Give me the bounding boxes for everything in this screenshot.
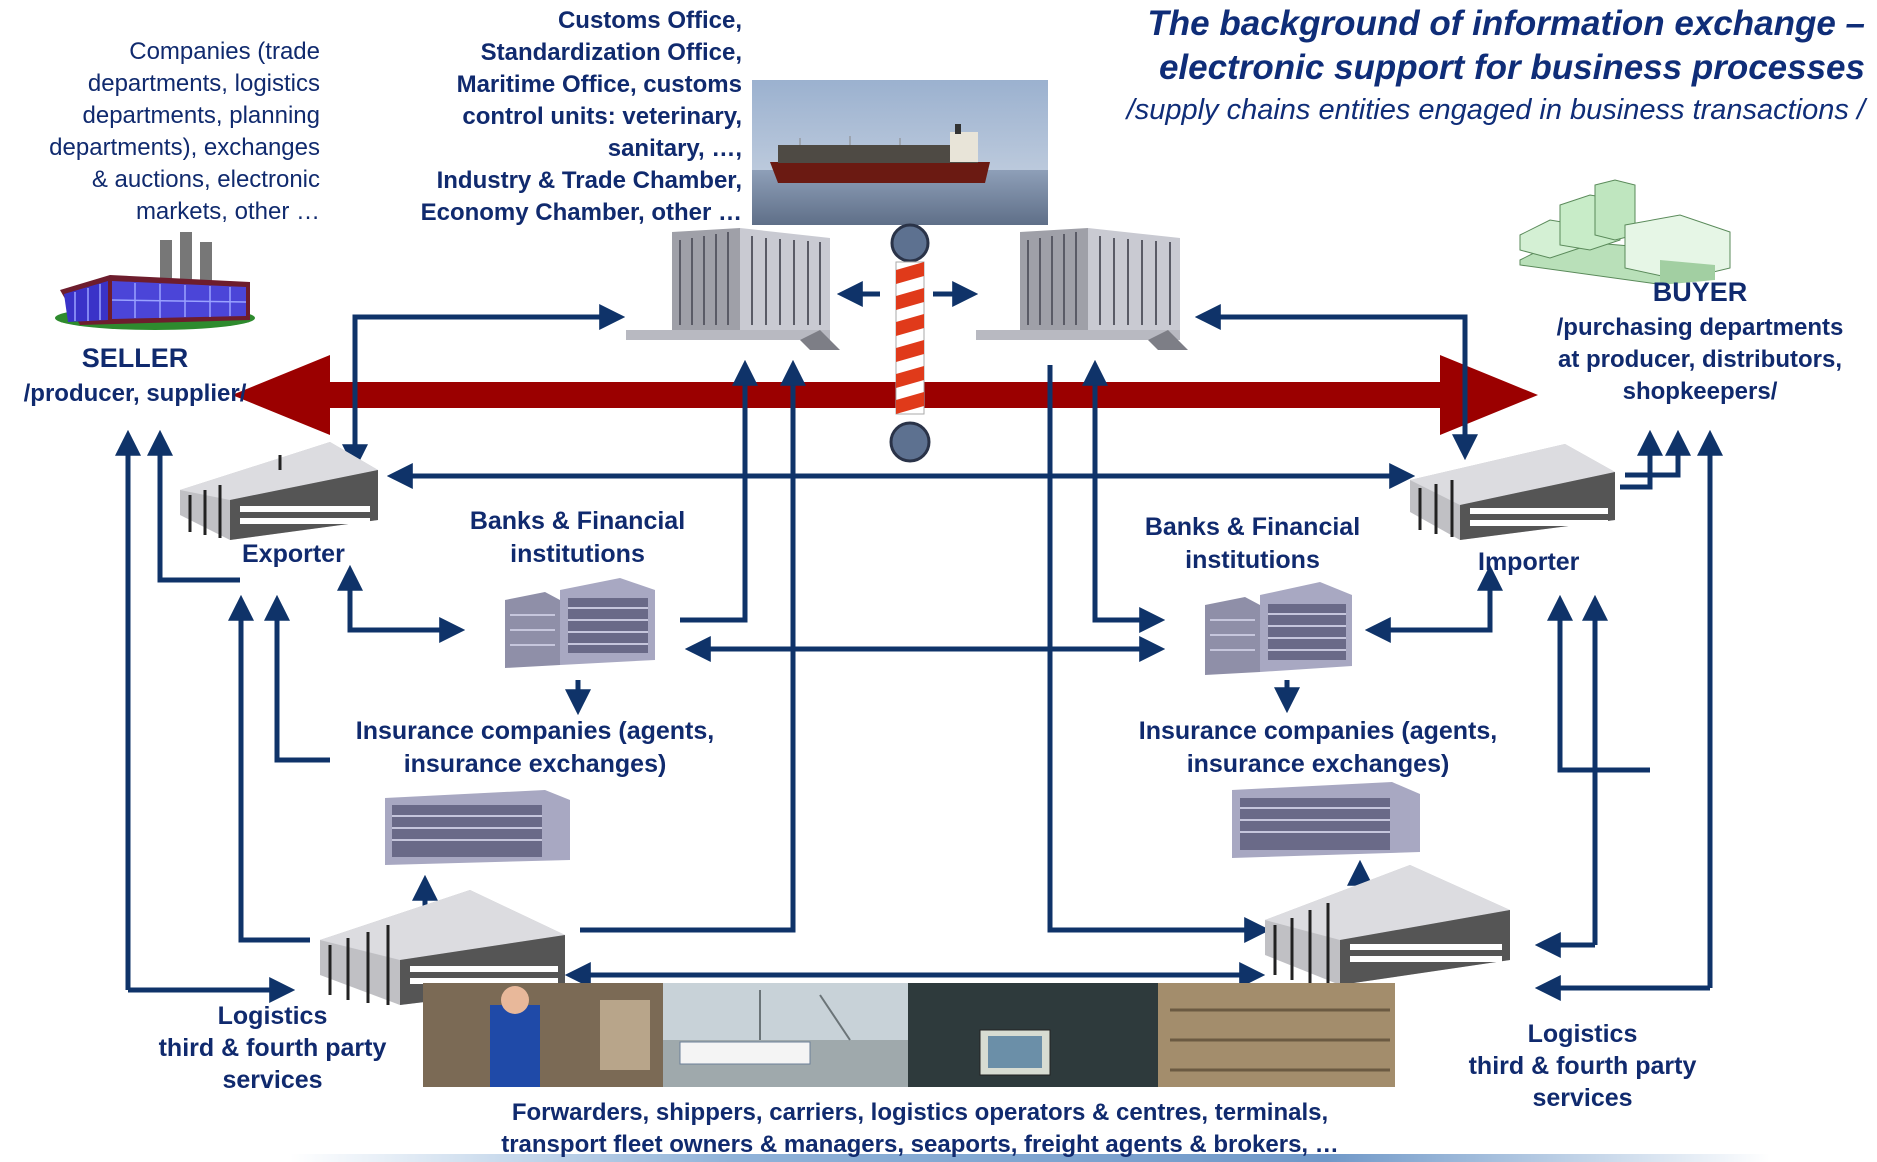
authorities-text: Customs Office, Standardization Office, … xyxy=(420,7,742,226)
barrier-pole-icon xyxy=(889,223,931,463)
buyer-subtitle: /purchasing departments at producer, dis… xyxy=(1556,314,1844,405)
insurance-building-icon xyxy=(385,790,570,865)
insurance-right-label: Insurance companies (agents, insurance e… xyxy=(1138,717,1498,778)
main-transaction-arrow xyxy=(232,355,1538,435)
diagram-subtitle: /supply chains entities engaged in busin… xyxy=(1126,94,1865,126)
bank-building-icon xyxy=(505,578,655,668)
logistics-left-label: Logistics third & fourth party services xyxy=(158,1002,387,1094)
arrow-exporter-gov xyxy=(352,304,626,445)
banks-left-label: Banks & Financial institutions xyxy=(469,507,686,568)
diagram-title-line-1: The background of information exchange – xyxy=(1147,4,1865,43)
buyer-title: BUYER xyxy=(1652,277,1748,307)
bottom-band xyxy=(290,1154,1770,1162)
companies-text: Companies (trade departments, logistics … xyxy=(49,38,320,225)
logistics-right-label: Logistics third & fourth party services xyxy=(1468,1020,1697,1112)
logistics-photos xyxy=(423,983,1395,1087)
insurance-left-label: Insurance companies (agents, insurance e… xyxy=(355,717,715,778)
arrow-importer-gov xyxy=(1194,304,1468,445)
warehouse-icon xyxy=(1265,865,1510,985)
seller-title: SELLER xyxy=(81,343,189,373)
banks-right-label: Banks & Financial institutions xyxy=(1144,513,1361,574)
connection-arrows xyxy=(115,281,1723,1003)
seller-subtitle: /producer, supplier/ xyxy=(23,380,247,407)
warehouse-icon xyxy=(1410,444,1615,540)
insurance-building-icon xyxy=(1232,782,1420,858)
factory-icon xyxy=(55,232,255,330)
bank-building-icon xyxy=(1205,582,1352,675)
warehouse-icon xyxy=(180,442,378,540)
ship-photo xyxy=(752,80,1048,225)
exporter-label: Exporter xyxy=(242,540,345,568)
buyer-building-icon xyxy=(1519,179,1731,286)
diagram-title-line-2: electronic support for business processe… xyxy=(1158,48,1865,87)
importer-label: Importer xyxy=(1478,548,1580,576)
forwarders-label: Forwarders, shippers, carriers, logistic… xyxy=(501,1099,1339,1158)
